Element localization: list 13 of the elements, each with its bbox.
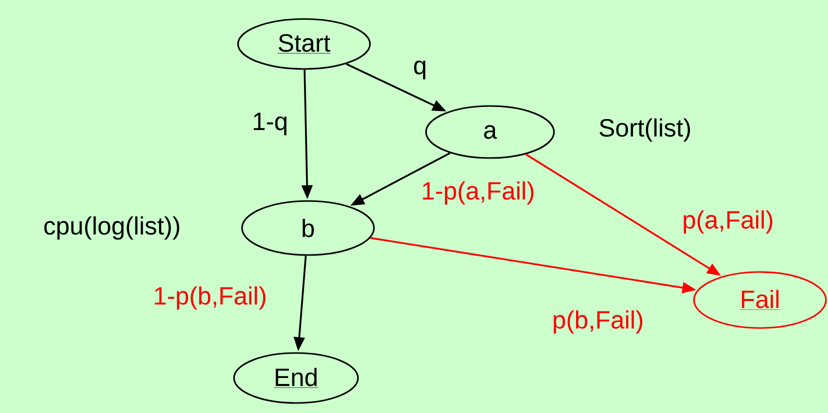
ellipse-node: Start [237,18,371,70]
ellipse-node: a [425,105,555,159]
edge-label: p(a,Fail) [681,209,775,235]
node-caption: Sort(list) [600,118,690,142]
ellipse-node: b [241,200,375,256]
edge-label: p(b,Fail) [551,309,645,335]
edge-label: q [412,60,428,80]
edge-label: 1-q [250,112,290,136]
edge-label: 1-p(a,Fail) [420,180,536,206]
edge-label: 1-p(b,Fail) [152,285,268,311]
ellipse-node: End [233,352,359,404]
node-caption: cpu(log(list)) [44,216,180,240]
ellipse-node: Fail [693,271,827,329]
